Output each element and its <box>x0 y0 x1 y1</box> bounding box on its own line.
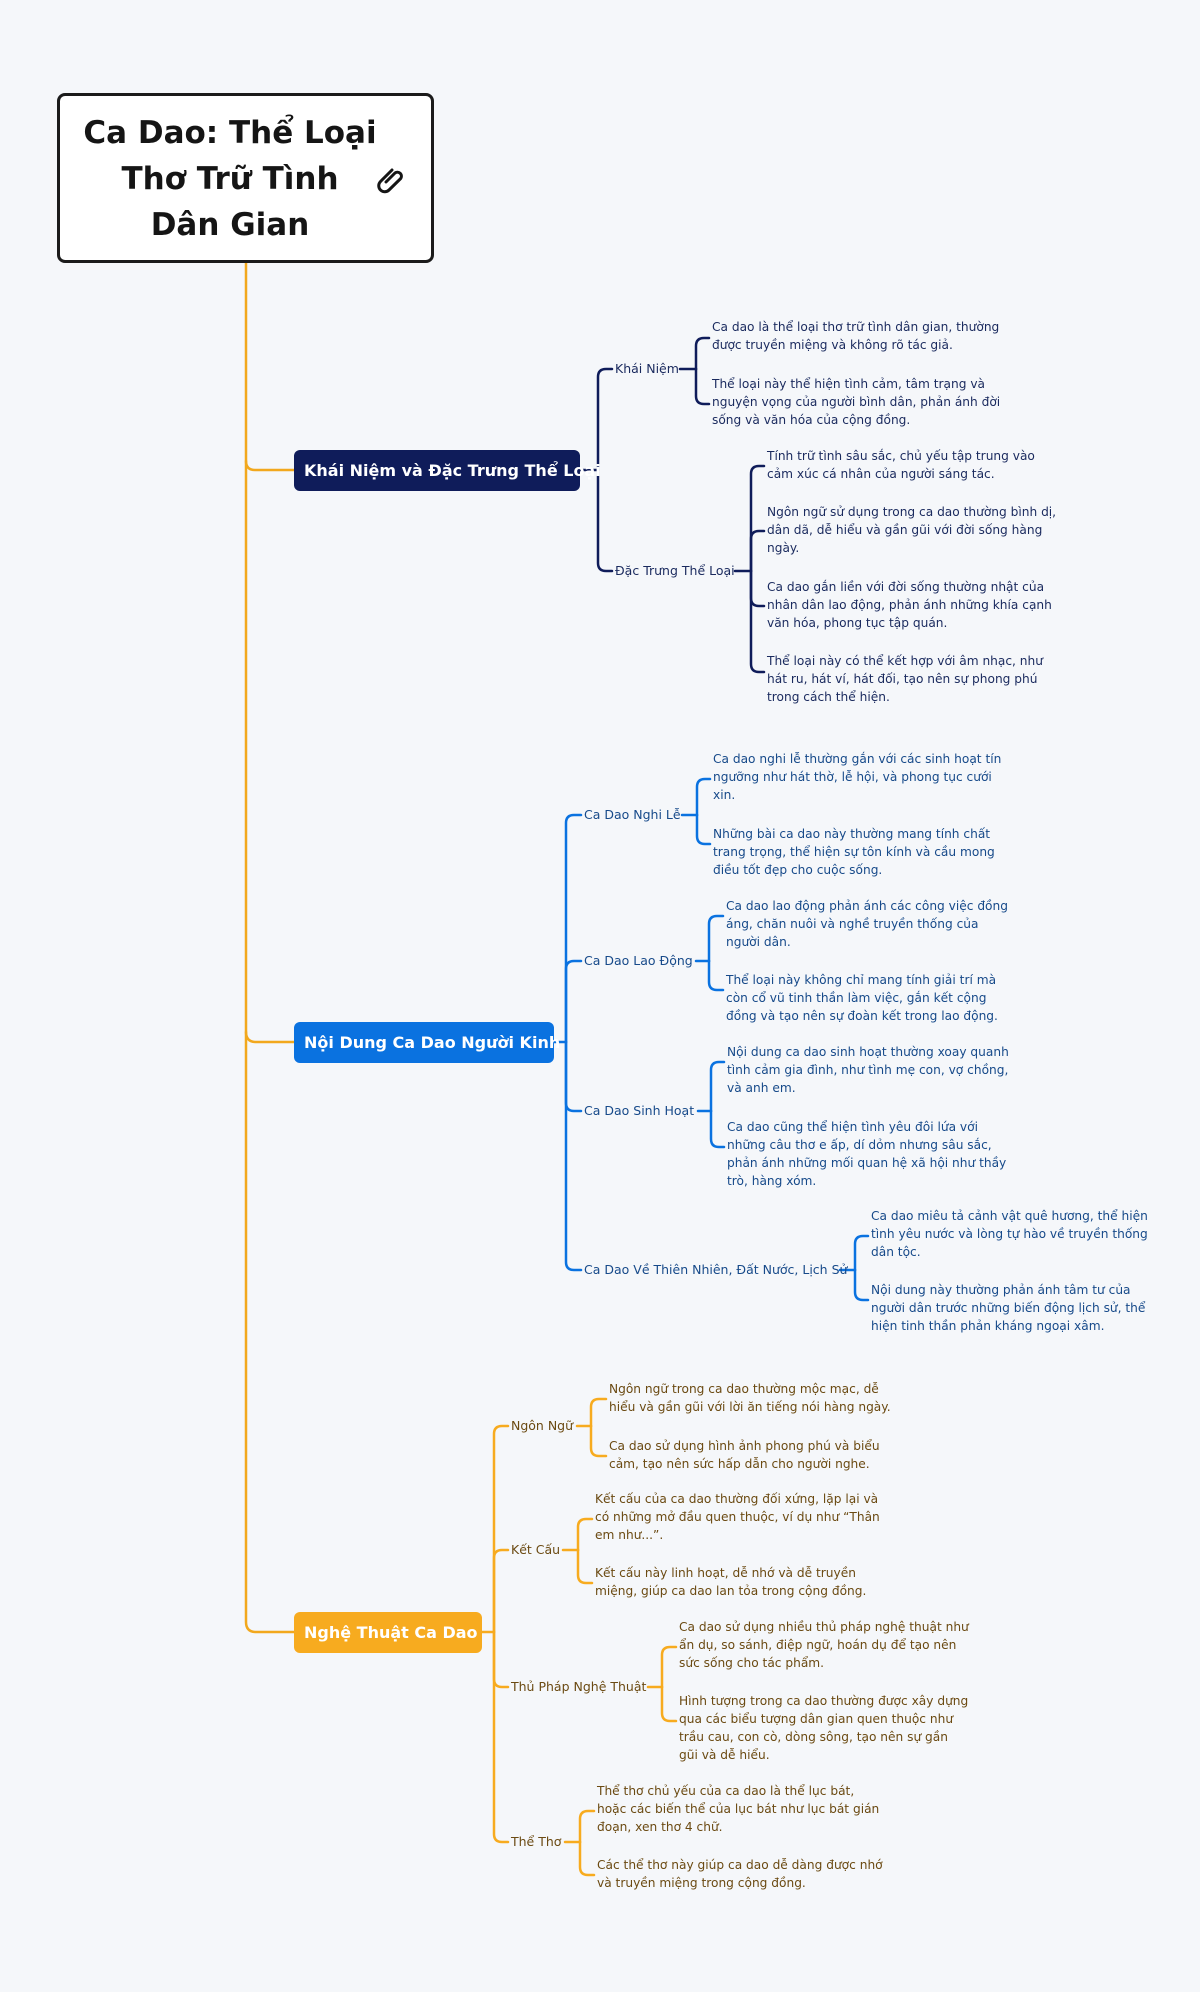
root-topic[interactable]: Ca Dao: Thể Loại Thơ Trữ Tình Dân Gian <box>57 93 434 263</box>
sub-connector <box>707 914 725 963</box>
sub-connector <box>709 1109 726 1149</box>
sub-connector <box>660 1645 678 1689</box>
branch-noi-dung-ca-dao[interactable]: Nội Dung Ca Dao Người Kinh <box>294 1022 560 1063</box>
sub-connector <box>564 813 583 1044</box>
sub-connector <box>707 959 725 992</box>
leaf-note: Ca dao lao động phản ánh các công việc đ… <box>726 899 1008 949</box>
leaf-note: Nội dung này thường phản ánh tâm tư của … <box>871 1283 1146 1333</box>
sub-connector <box>694 367 711 406</box>
leaf-note: Nội dung ca dao sinh hoạt thường xoay qu… <box>727 1045 1009 1095</box>
sub-connector <box>564 1040 583 1272</box>
branch-nghe-thuat-ca-dao[interactable]: Nghệ Thuật Ca Dao <box>294 1612 482 1653</box>
branch-khai-niem-dac-trung[interactable]: Khái Niệm và Đặc Trưng Thể Loại <box>294 450 601 491</box>
leaf-note: Hình tượng trong ca dao thường được xây … <box>679 1694 969 1762</box>
leaf-note: Ca dao gắn liền với đời sống thường nhật… <box>767 580 1052 630</box>
leaf-note: Thể thơ chủ yếu của ca dao là thể lục bá… <box>597 1784 880 1834</box>
leaf-note: Thể loại này thể hiện tình cảm, tâm trạn… <box>712 377 1001 427</box>
leaf-note: Thể loại này không chỉ mang tính giải tr… <box>726 973 998 1023</box>
sub-connector <box>578 1809 596 1844</box>
sub-connector <box>578 1840 596 1877</box>
root-title-line: Ca Dao: Thể Loại <box>83 115 377 151</box>
leaf-note: Ngôn ngữ sử dụng trong ca dao thường bìn… <box>767 505 1057 555</box>
root-title-line: Dân Gian <box>150 207 310 243</box>
trunk-line <box>244 1030 296 1634</box>
sub-connector <box>853 1268 870 1302</box>
trunk-line <box>244 261 296 472</box>
sub-connector <box>492 1424 510 1634</box>
subtopic-ca-dao-lao-dong[interactable]: Ca Dao Lao Động <box>584 953 693 968</box>
trunk-line <box>244 459 296 1044</box>
sub-connector <box>564 959 583 1044</box>
sub-connector <box>695 777 712 817</box>
sub-connector <box>695 813 712 846</box>
sub-connector <box>576 1548 594 1585</box>
leaf-note: Các thể thơ này giúp ca dao dễ dàng được… <box>597 1858 883 1890</box>
leaf-note: Ngôn ngữ trong ca dao thường mộc mạc, dễ… <box>609 1382 891 1414</box>
sub-connector <box>853 1234 870 1272</box>
leaf-note: Những bài ca dao này thường mang tính ch… <box>713 827 995 877</box>
sub-connector <box>564 1040 583 1113</box>
leaf-note: Ca dao miêu tả cảnh vật quê hương, thể h… <box>871 1209 1148 1259</box>
leaf-note: Ca dao là thể loại thơ trữ tình dân gian… <box>712 320 1000 352</box>
sub-connector <box>589 1397 608 1428</box>
sub-connector <box>596 367 614 472</box>
leaf-note: Ca dao cũng thể hiện tình yêu đôi lứa vớ… <box>727 1120 1007 1188</box>
sub-connector <box>749 464 766 573</box>
leaf-note: Kết cấu này linh hoạt, dễ nhớ và dễ truy… <box>595 1566 867 1598</box>
leaf-note: Ca dao nghi lễ thường gắn với các sinh h… <box>713 752 1002 802</box>
sub-connector <box>709 1060 726 1113</box>
subtopic-ca-dao-sinh-hoat[interactable]: Ca Dao Sinh Hoạt <box>584 1103 695 1118</box>
leaf-note: Kết cấu của ca dao thường đối xứng, lặp … <box>595 1492 880 1542</box>
sub-connector <box>492 1630 510 1844</box>
paperclip-icon[interactable] <box>374 162 406 194</box>
leaf-note: Ca dao sử dụng hình ảnh phong phú và biể… <box>609 1439 880 1471</box>
sub-connector <box>492 1630 510 1689</box>
leaf-note: Thể loại này có thể kết hợp với âm nhạc,… <box>767 654 1043 704</box>
sub-connector <box>589 1424 608 1458</box>
sub-connector <box>596 468 614 573</box>
sub-connector <box>749 569 766 608</box>
leaf-note: Ca dao sử dụng nhiều thủ pháp nghệ thuật… <box>679 1620 969 1670</box>
root-title-line: Thơ Trữ Tình <box>121 161 339 197</box>
subtopic-dac-trung-the-loai[interactable]: Đặc Trưng Thể Loại <box>615 563 735 578</box>
sub-connector <box>660 1685 678 1723</box>
subtopic-ca-dao-nghi-le[interactable]: Ca Dao Nghi Lễ <box>584 807 681 822</box>
subtopic-ca-dao-thien-nhien[interactable]: Ca Dao Về Thiên Nhiên, Đất Nước, Lịch Sử <box>584 1262 848 1277</box>
sub-connector <box>749 529 766 573</box>
sub-connector <box>694 336 711 371</box>
sub-connector <box>492 1548 510 1634</box>
subtopic-ket-cau[interactable]: Kết Cấu <box>511 1542 561 1557</box>
subtopic-ngon-ngu[interactable]: Ngôn Ngữ <box>511 1418 574 1433</box>
leaf-note: Tính trữ tình sâu sắc, chủ yếu tập trung… <box>767 449 1035 481</box>
subtopic-thu-phap-nghe-thuat[interactable]: Thủ Pháp Nghệ Thuật <box>511 1679 647 1694</box>
sub-connector <box>576 1517 594 1552</box>
sub-connector <box>749 569 766 674</box>
subtopic-the-tho[interactable]: Thể Thơ <box>511 1834 562 1849</box>
subtopic-khai-niem[interactable]: Khái Niệm <box>615 361 679 376</box>
root-title: Ca Dao: Thể Loại Thơ Trữ Tình Dân Gian <box>80 110 380 248</box>
